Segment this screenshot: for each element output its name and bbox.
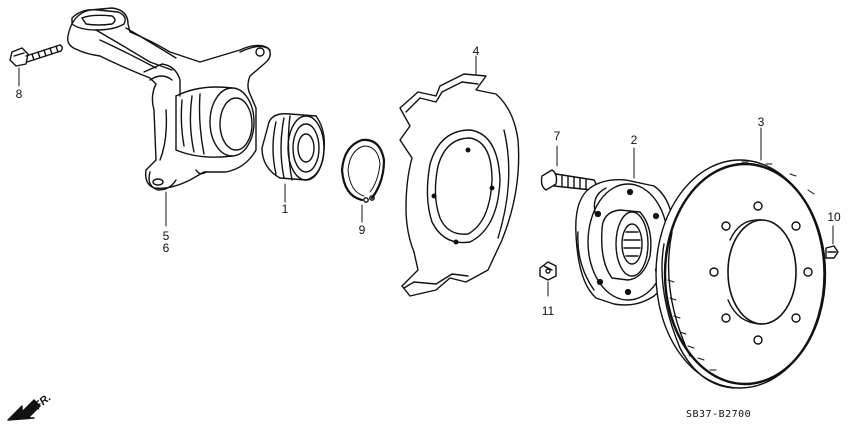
knuckle [67,7,271,227]
callout-10: 10 [827,210,841,224]
callout-1: 1 [281,202,289,216]
callout-2: 2 [630,133,638,147]
hub-bearing [261,113,326,203]
callout-3: 3 [757,115,765,129]
callout-7: 7 [553,129,561,143]
brake-disc [655,127,827,389]
front-direction-arrow-icon [7,399,41,421]
callout-11: 11 [541,304,555,318]
callout-8: 8 [15,87,23,101]
callout-5: 5 [162,229,170,243]
callout-6: 6 [162,241,170,255]
hub [575,147,675,306]
callout-4: 4 [472,44,480,58]
callout-9: 9 [358,223,366,237]
guard-screw [539,261,557,297]
drawing-code: SB37-B2700 [686,409,752,420]
hub-bolt [540,145,597,191]
knuckle-bolt [9,44,63,87]
splash-guard [399,55,520,297]
disc-screw [825,225,839,259]
snap-ring [340,138,386,223]
